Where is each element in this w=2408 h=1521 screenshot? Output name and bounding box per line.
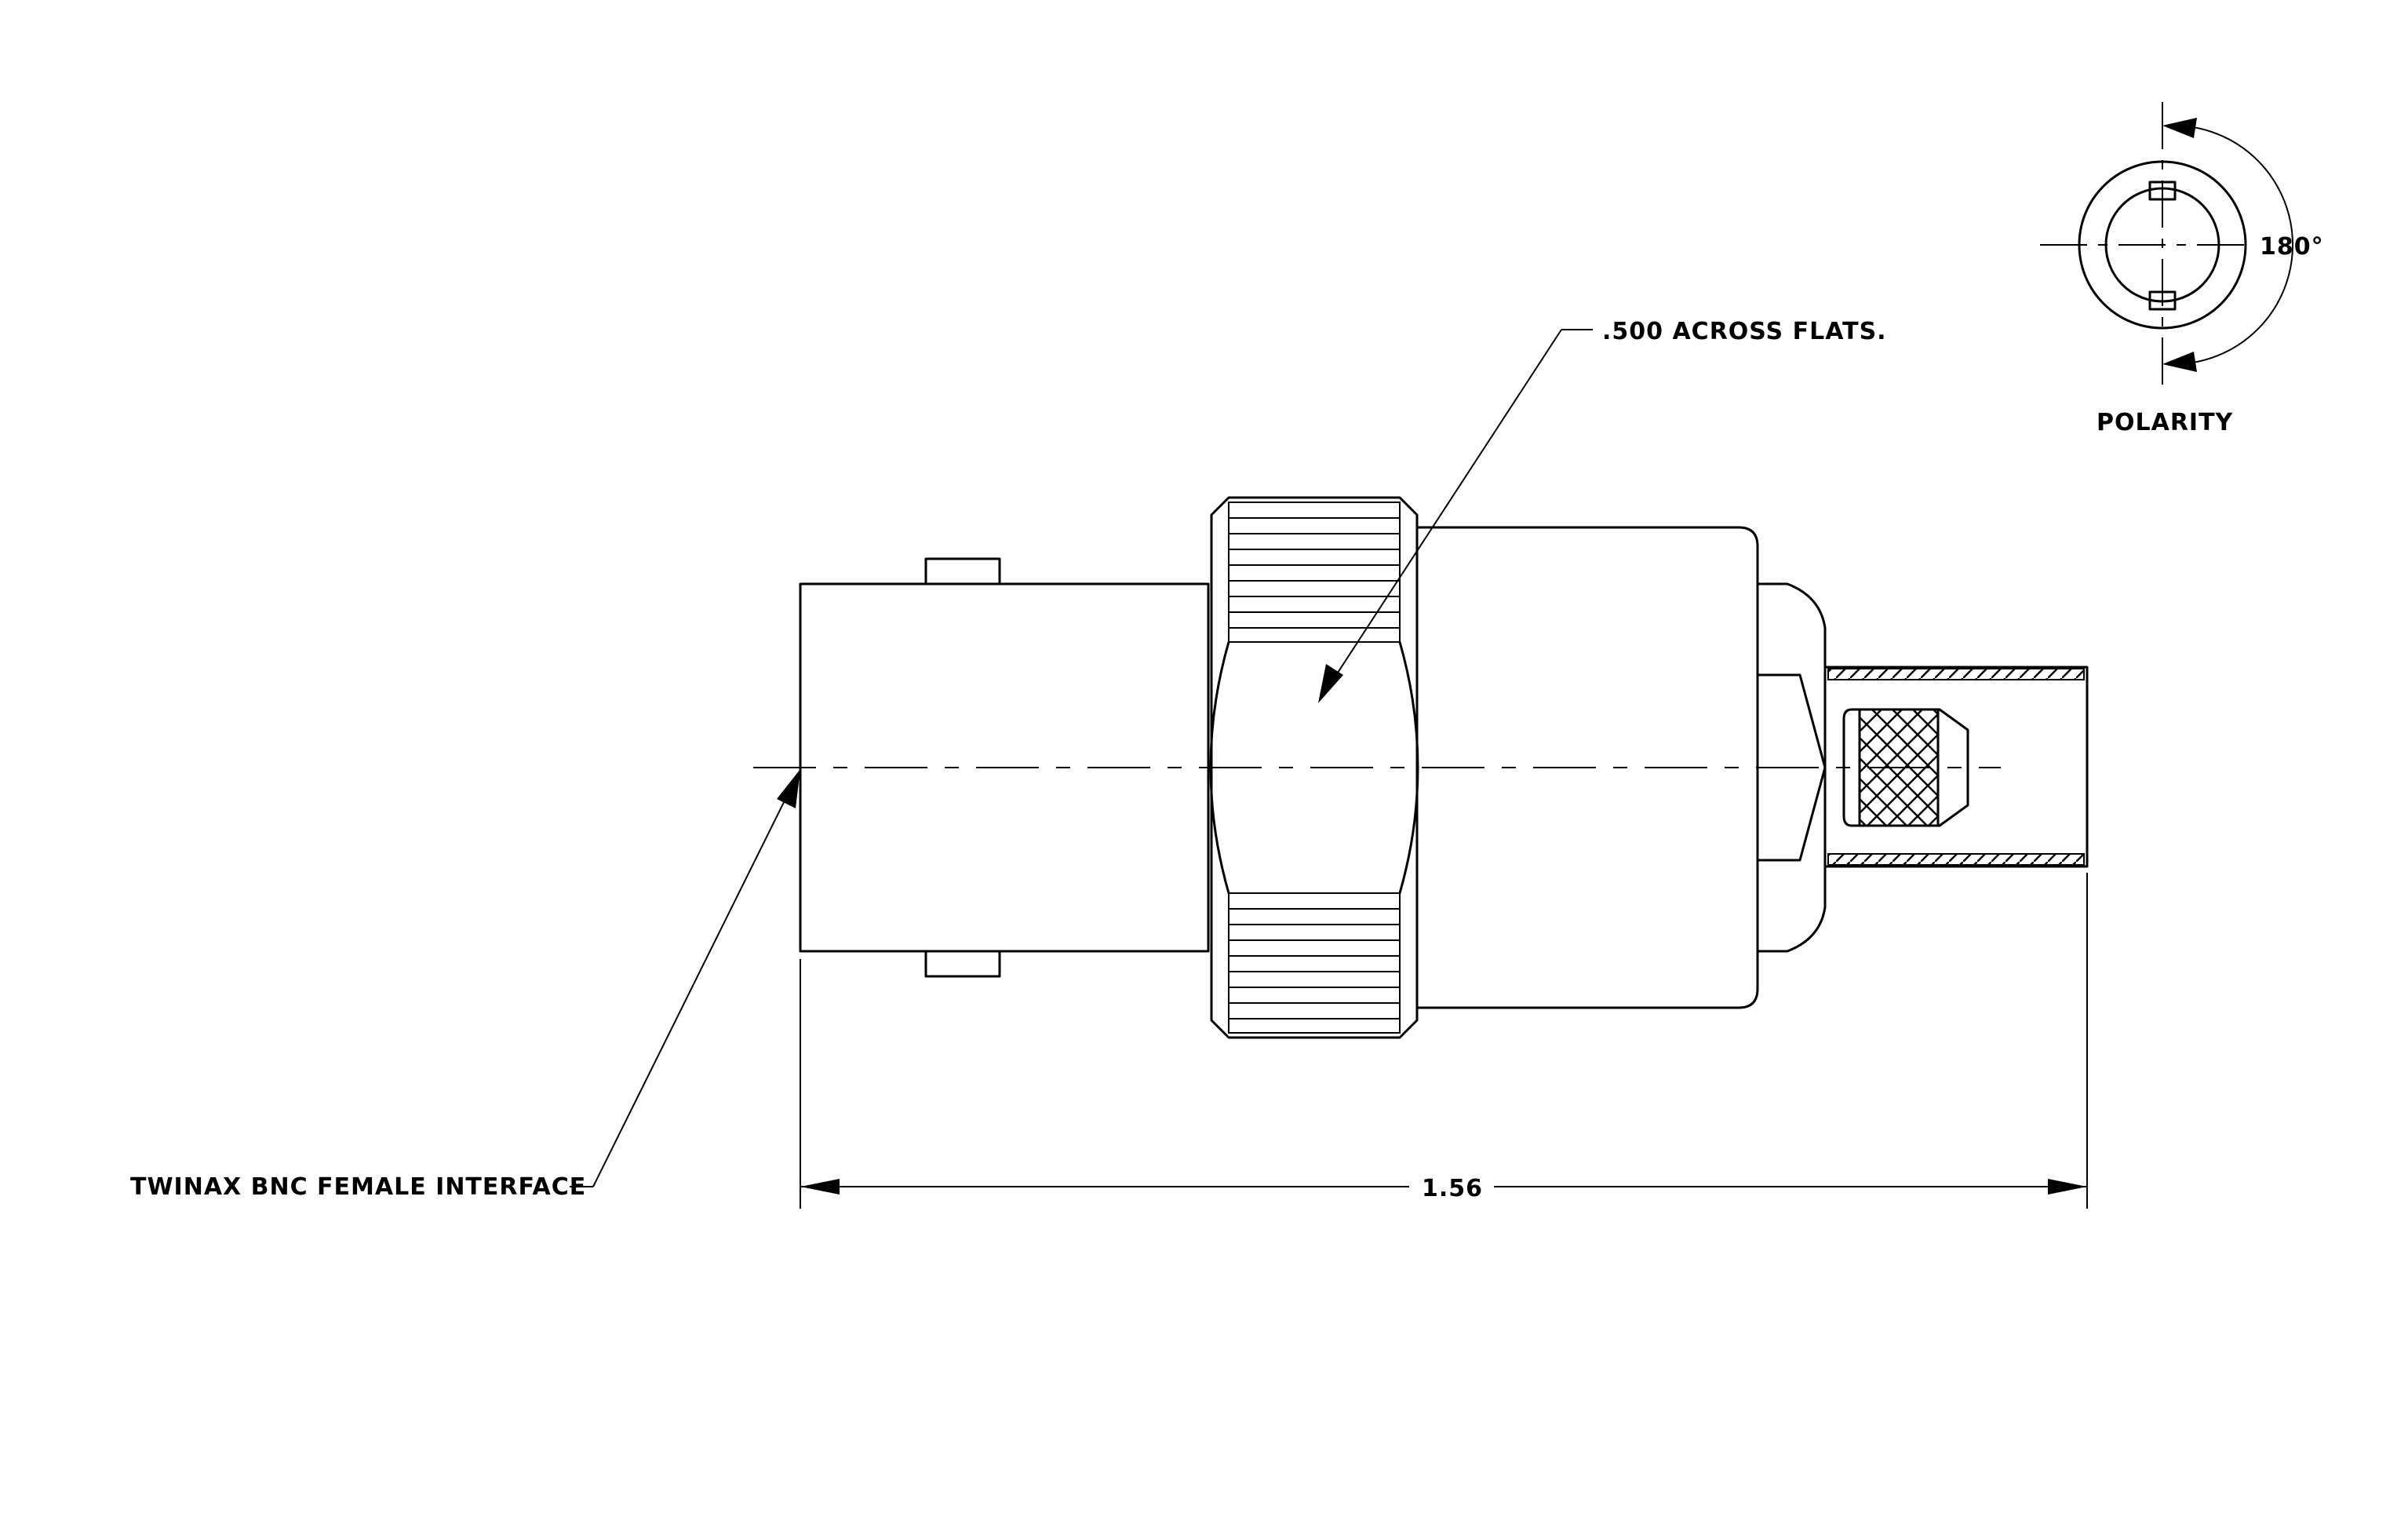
knurl-top [1228, 502, 1401, 643]
leader-arrow-icon [1318, 664, 1343, 703]
arrow-bottom-icon [2162, 352, 2197, 372]
polarity-angle-arc [2173, 125, 2293, 365]
interface-callout: TWINAX BNC FEMALE INTERFACE [130, 769, 800, 1201]
hex-flat-right [1398, 640, 1419, 895]
length-dimension: 1.56 [800, 873, 2088, 1209]
sleeve-wall-bottom [1827, 853, 2085, 866]
bayonet-pin-bottom [924, 950, 1001, 978]
leader-arrow-icon [777, 769, 800, 808]
connector-body [799, 496, 2089, 1039]
across-flats-label: .500 ACROSS FLATS. [1602, 318, 1887, 345]
arrow-top-icon [2162, 118, 2197, 138]
polarity-label: POLARITY [2097, 409, 2234, 436]
dim-arrow-left-icon [800, 1179, 840, 1195]
length-label: 1.56 [1422, 1175, 1483, 1202]
coupling-nut [1210, 496, 1419, 1039]
crimp-hex [1756, 582, 1827, 953]
dim-arrow-right-icon [2048, 1179, 2087, 1195]
across-flats-callout: .500 ACROSS FLATS. [1318, 318, 1887, 703]
angle-label: 180° [2260, 233, 2324, 261]
cable-sleeve [1823, 666, 2089, 868]
knurl-bottom [1228, 892, 1401, 1034]
bayonet-pin-top [924, 557, 1001, 585]
sleeve-wall-top [1827, 668, 2085, 680]
polarity-detail: 180° POLARITY [2040, 102, 2324, 436]
interface-label: TWINAX BNC FEMALE INTERFACE [130, 1173, 586, 1201]
